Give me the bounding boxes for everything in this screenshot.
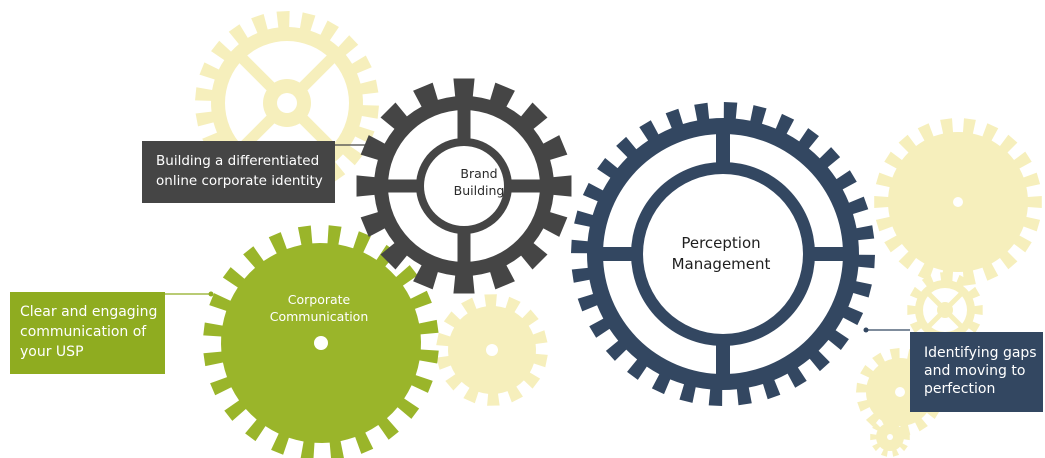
communication-label-line-1: Corporate	[287, 292, 351, 307]
gear-hub-center	[424, 146, 504, 226]
corporate-communication-gear	[203, 225, 439, 458]
decorative-gear-small-middle	[436, 294, 548, 406]
decorative-gear-tiny	[870, 417, 910, 457]
corporate-communication-label: Corporate Communication	[244, 291, 394, 325]
perception-callout-line-3: perfection	[924, 381, 996, 397]
brand-label-line-2: Building	[453, 183, 505, 198]
gear-rim	[356, 78, 572, 294]
connector-perception	[863, 327, 910, 333]
decorative-gear-right	[874, 118, 1042, 286]
brand-label-line-1: Brand	[460, 166, 498, 181]
communication-callout-line-2: communication of	[20, 324, 147, 340]
perception-management-label: Perception Management	[656, 233, 786, 275]
gear-spoke	[926, 291, 943, 308]
communication-callout-line-1: Clear and engaging	[20, 304, 158, 320]
gear-center-hole	[953, 197, 963, 207]
perception-label-line-2: Management	[671, 255, 771, 273]
perception-callout-line-2: and moving to	[924, 363, 1026, 379]
connector-communication	[165, 291, 214, 297]
brand-callout-box: Building a differentiated online corpora…	[142, 141, 335, 203]
gear-rim	[907, 272, 983, 348]
gear-spoke	[298, 53, 337, 92]
gear-center-hole	[895, 387, 905, 397]
connector-brand	[335, 142, 371, 148]
perception-callout-line-1: Identifying gaps	[924, 345, 1037, 361]
decorative-gear-right-lower	[907, 272, 983, 348]
gear-spoke	[947, 291, 964, 308]
communication-callout-box: Clear and engaging communication of your…	[10, 292, 165, 374]
communication-label-line-2: Communication	[269, 309, 369, 324]
perception-management-gear	[571, 102, 875, 406]
gear-center-hole	[314, 336, 328, 350]
gear-hub	[937, 302, 953, 318]
gear-spoke	[926, 312, 943, 329]
brand-building-label: Brand Building	[434, 165, 524, 199]
brand-callout-line-1: Building a differentiated	[156, 153, 320, 169]
brand-callout-line-2: online corporate identity	[156, 173, 323, 189]
gear-hub-center	[277, 93, 297, 113]
gear-center-hole	[887, 434, 893, 440]
communication-callout-line-3: your USP	[20, 344, 84, 360]
gear-hub-center	[643, 174, 803, 334]
gear-center-hole	[486, 344, 498, 356]
gear-spoke	[237, 53, 276, 92]
brand-building-gear	[356, 78, 572, 294]
gear-spoke	[947, 312, 964, 329]
perception-callout-box: Identifying gaps and moving to perfectio…	[910, 332, 1043, 412]
perception-label-line-1: Perception	[681, 234, 761, 252]
